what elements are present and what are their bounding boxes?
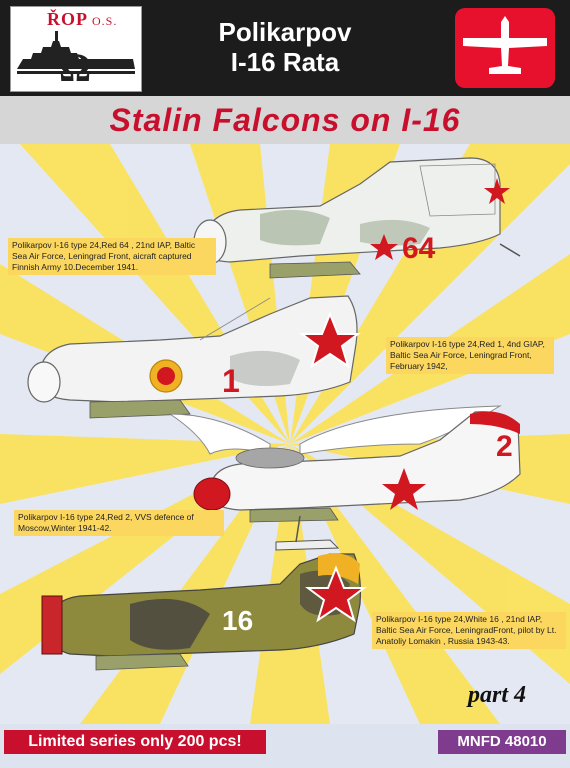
battleship-omega-icon: Ω [17, 31, 135, 90]
title-line-2: I-16 Rata [230, 47, 340, 77]
aircraft-number-1: 1 [222, 363, 240, 399]
product-code: MNFD 48010 [438, 730, 566, 754]
red-cowling [41, 595, 63, 655]
caption-red-2: Polikarpov I-16 type 24,Red 2, VVS defen… [14, 510, 224, 536]
aircraft-red-2: 2 [193, 411, 521, 551]
aircraft-number-16: 16 [222, 605, 253, 636]
svg-text:Ω: Ω [59, 45, 91, 90]
part-label: part 4 [468, 682, 527, 708]
subtitle-band: Stalin Falcons on I-16 [0, 96, 570, 144]
aircraft-number-64: 64 [402, 232, 436, 265]
plane-icon [455, 8, 555, 88]
aircraft-white-16: 16 [41, 553, 367, 671]
wings-emblem [168, 405, 502, 455]
limited-series-badge: Limited series only 200 pcs! [4, 730, 266, 754]
aircraft-number-2: 2 [496, 430, 513, 463]
aircraft-red-1: 1 [27, 295, 361, 419]
subtitle: Stalin Falcons on I-16 [109, 102, 461, 138]
caption-white-16: Polikarpov I-16 type 24,White 16 , 21nd … [372, 612, 566, 649]
ski-icon [275, 539, 340, 551]
caption-red-64: Polikarpov I-16 type 24,Red 64 , 21nd IA… [8, 238, 216, 275]
caption-red-1: Polikarpov I-16 type 24,Red 1, 4nd GIAP,… [386, 337, 554, 374]
aircraft-red-64: 64 [193, 157, 521, 279]
title-line-1: Polikarpov [218, 17, 352, 47]
footer: Limited series only 200 pcs! MNFD 48010 [0, 724, 570, 768]
